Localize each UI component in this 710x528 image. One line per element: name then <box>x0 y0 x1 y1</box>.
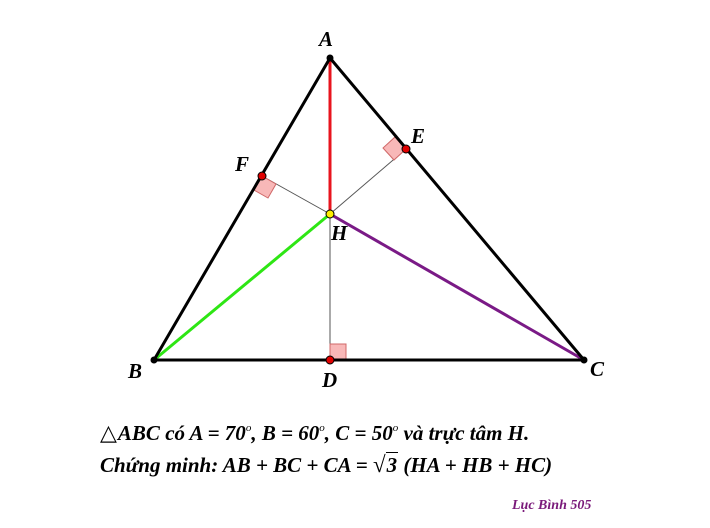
label-C: C <box>590 357 605 381</box>
sqrt-symbol: √ <box>372 452 386 477</box>
label-A: A <box>317 27 333 51</box>
point-H <box>325 209 335 219</box>
label-D: D <box>321 368 337 392</box>
point-A <box>326 54 334 62</box>
point-E <box>401 144 411 154</box>
label-H: H <box>330 221 348 245</box>
triangle-name: ABC <box>117 421 160 445</box>
point-C <box>580 356 588 364</box>
label-F: F <box>234 152 249 176</box>
angle-b-text: , B = 60 <box>251 421 320 445</box>
point-F <box>257 171 267 181</box>
sqrt-radicand: 3 <box>385 452 399 477</box>
point-D <box>325 355 335 365</box>
segment-HB <box>153 212 331 362</box>
point-B <box>150 356 158 364</box>
angle-a-text: có A = 70 <box>159 421 246 445</box>
degree-a: o <box>245 422 252 434</box>
statement-line-1: △ABC có A = 70o, B = 60o, C = 50o và trự… <box>100 420 529 446</box>
segment-HC <box>329 212 585 362</box>
prove-suffix: (HA + HB + HC) <box>398 453 553 477</box>
label-E: E <box>410 124 425 148</box>
orthocenter-text: và trực tâm H. <box>398 421 530 445</box>
triangle-ABC <box>152 56 586 362</box>
author-signature: Lục Bình 505 <box>512 498 592 513</box>
prove-prefix: Chứng minh: AB + BC + CA = <box>100 453 373 477</box>
degree-b: o <box>319 422 325 434</box>
label-B: B <box>127 359 142 383</box>
degree-c: o <box>392 422 399 434</box>
triangle-symbol: △ <box>100 420 117 445</box>
angle-c-text: , C = 50 <box>324 421 393 445</box>
statement-line-2: Chứng minh: AB + BC + CA = √3 (HA + HB +… <box>100 452 552 478</box>
